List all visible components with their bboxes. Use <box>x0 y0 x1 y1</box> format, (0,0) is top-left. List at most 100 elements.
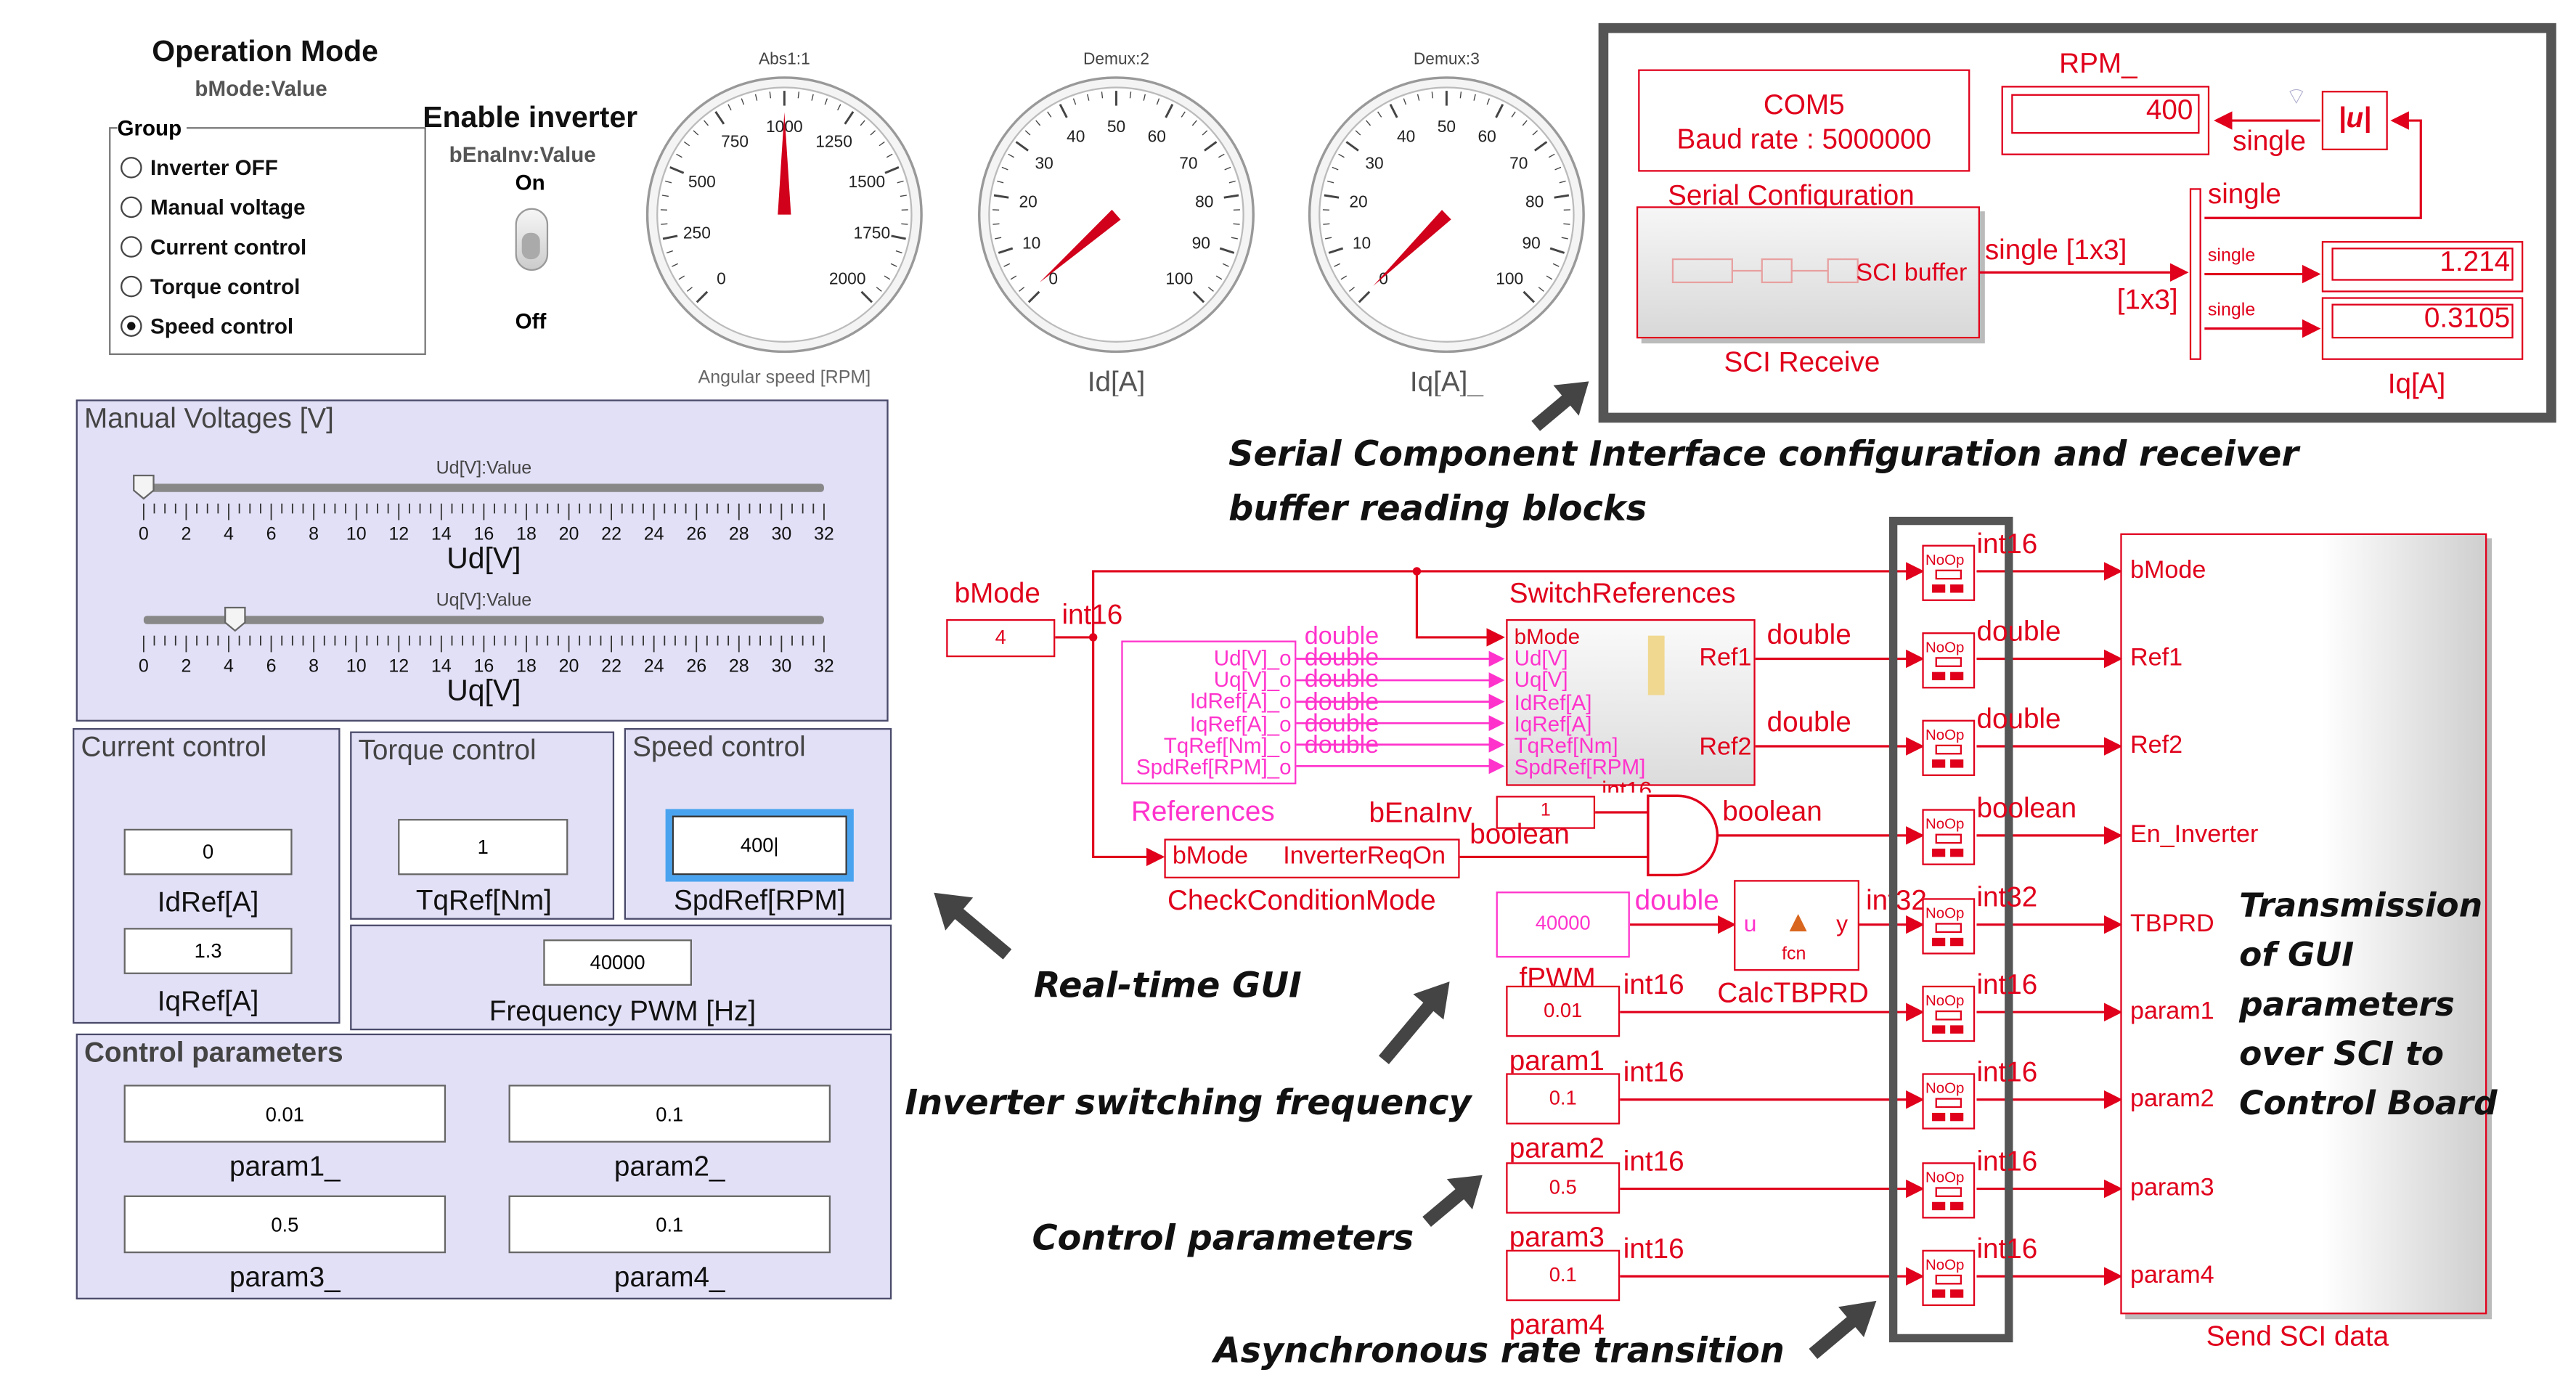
single-label-mid: single <box>2207 245 2256 266</box>
check-condition-block[interactable] <box>1164 838 1460 878</box>
mode-option-current-control[interactable]: Current control <box>121 234 306 259</box>
fpwm-const[interactable]: 40000 <box>1496 891 1630 958</box>
noop-block[interactable]: NoOp <box>1922 719 1976 776</box>
switch-input-port: Ud[V] <box>1514 645 1568 671</box>
param4-const[interactable]: 0.1 <box>1506 1249 1621 1302</box>
mode-option-speed-control[interactable]: Speed control <box>121 314 293 338</box>
com-config-block[interactable] <box>1638 69 1970 172</box>
gauge-tick-label: 30 <box>1365 154 1383 173</box>
sci-receive-block[interactable] <box>1636 206 1981 339</box>
slider-track <box>143 616 824 624</box>
frequency-pwm-panel: 40000 Frequency PWM [Hz] <box>350 924 892 1031</box>
gauge-tick <box>1223 194 1239 199</box>
slider-tick-label: 22 <box>601 524 621 544</box>
rate-output-type-label: int16 <box>1976 969 2038 1001</box>
rate-transition-frame <box>1888 516 2013 1343</box>
gauge-tick <box>696 290 709 303</box>
param2-input[interactable]: 0.1 <box>508 1085 831 1143</box>
gauge-tick <box>1332 166 1339 171</box>
gauge-tick <box>1087 94 1090 101</box>
abs-block[interactable] <box>2321 91 2388 150</box>
ref1-out-label: Ref1 <box>1699 644 1752 672</box>
gauge-tick <box>669 166 685 174</box>
radio-circle-icon <box>121 236 142 258</box>
slider-label: Ud[V] <box>447 541 521 574</box>
noop-block[interactable]: NoOp <box>1922 809 1976 865</box>
noop-block[interactable]: NoOp <box>1922 1162 1976 1219</box>
slider-tick-label: 16 <box>473 656 494 677</box>
calc-tbprd-block[interactable] <box>1734 880 1859 971</box>
iqref-input[interactable]: 1.3 <box>123 928 293 974</box>
idref-input[interactable]: 0 <box>123 828 293 875</box>
slider-thumb[interactable] <box>133 474 155 500</box>
frequency-pwm-input[interactable]: 40000 <box>543 939 692 986</box>
and-gate[interactable] <box>1644 793 1724 878</box>
send-sci-block[interactable] <box>2120 533 2487 1315</box>
slider-tick-label: 2 <box>181 656 191 677</box>
spdref-input[interactable]: 400| <box>665 809 854 882</box>
transmission-line: Transmission <box>2239 885 2483 925</box>
slider-tick-label: 24 <box>644 656 664 677</box>
param1-input[interactable]: 0.01 <box>123 1085 447 1143</box>
noop-block[interactable]: NoOp <box>1922 1249 1976 1307</box>
noop-icon <box>1935 744 1962 755</box>
gauge-tick <box>683 141 690 147</box>
noop-icon <box>1935 1098 1962 1109</box>
rate-output-type-label: boolean <box>1976 792 2077 824</box>
gauge-tick <box>1554 166 1562 171</box>
iqref-label: IqRef[A] <box>157 985 259 1018</box>
mode-option-torque-control[interactable]: Torque control <box>121 274 300 299</box>
references-label: References <box>1130 796 1275 828</box>
rate-output-type-label: double <box>1976 616 2061 648</box>
noop-label: NoOp <box>1925 815 1965 833</box>
param4-input[interactable]: 0.1 <box>508 1195 831 1254</box>
noop-block[interactable]: NoOp <box>1922 1073 1976 1130</box>
mode-option-manual-voltage[interactable]: Manual voltage <box>121 195 306 219</box>
reference-double-label: double <box>1304 731 1379 760</box>
mode-option-inverter-off[interactable]: Inverter OFF <box>121 155 278 180</box>
slider-thumb[interactable] <box>224 606 246 632</box>
switch-icon <box>1647 635 1665 695</box>
slider-tick-label: 4 <box>224 656 234 677</box>
param1-const[interactable]: 0.01 <box>1506 985 1621 1037</box>
gauge-tick <box>704 120 709 126</box>
references-block[interactable] <box>1121 640 1297 785</box>
ref2-double-label: double <box>1766 706 1851 738</box>
noop-block[interactable]: NoOp <box>1922 985 1976 1042</box>
gauge-tick <box>1215 275 1223 280</box>
param1-const-label: param1 <box>1509 1045 1605 1077</box>
gauge-tick <box>1324 237 1332 240</box>
noop-block[interactable]: NoOp <box>1922 898 1976 955</box>
benainv-const[interactable]: 1 <box>1496 796 1596 829</box>
noop-block[interactable]: NoOp <box>1922 632 1976 689</box>
param3-int16-label: int16 <box>1623 1146 1684 1177</box>
matlab-icon: ▲ <box>1783 905 1813 938</box>
param2-const[interactable]: 0.1 <box>1506 1073 1621 1124</box>
gauge-tick <box>672 263 678 267</box>
transmission-line: over SCI to <box>2239 1033 2445 1074</box>
slider-tick-label: 12 <box>388 656 409 677</box>
gauge-tick <box>1010 275 1017 280</box>
enable-inverter-toggle[interactable] <box>515 208 549 272</box>
bmode-const[interactable]: 4 <box>946 619 1056 658</box>
demux-block[interactable] <box>2189 188 2201 360</box>
param3-input[interactable]: 0.5 <box>123 1195 447 1254</box>
gauge-tick <box>1327 180 1334 184</box>
param3-const[interactable]: 0.5 <box>1506 1162 1621 1214</box>
noop-block[interactable]: NoOp <box>1922 544 1976 601</box>
slider-tick-label: 0 <box>139 656 149 677</box>
tqref-input[interactable]: 1 <box>398 819 568 875</box>
switch-references-block[interactable] <box>1506 619 1756 786</box>
gauge-tick <box>1231 237 1238 240</box>
gauge-tick <box>1008 153 1014 158</box>
iq-display-inner <box>2331 303 2514 339</box>
noop-icon-fill <box>1950 1289 1964 1298</box>
current-control-panel: Current control 0 IdRef[A] 1.3 IqRef[A] <box>73 728 341 1024</box>
slider-tick-label: 4 <box>224 524 234 544</box>
tqref-label: TqRef[Nm] <box>415 885 552 917</box>
bmode-label: bMode <box>954 578 1040 610</box>
switching-frequency-annotation: Inverter switching frequency <box>905 1083 1472 1123</box>
